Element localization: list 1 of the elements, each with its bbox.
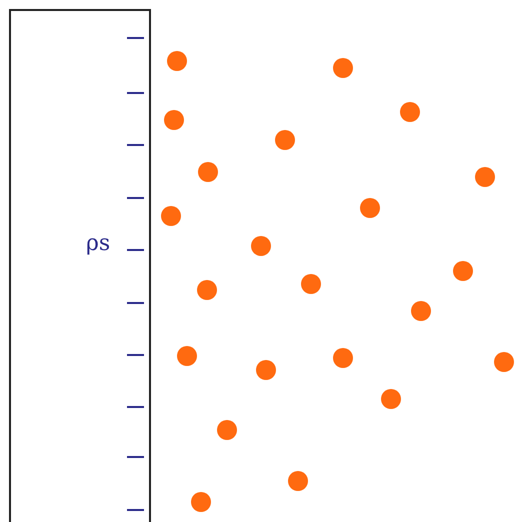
surface-charge-label: ρs [86, 230, 110, 258]
